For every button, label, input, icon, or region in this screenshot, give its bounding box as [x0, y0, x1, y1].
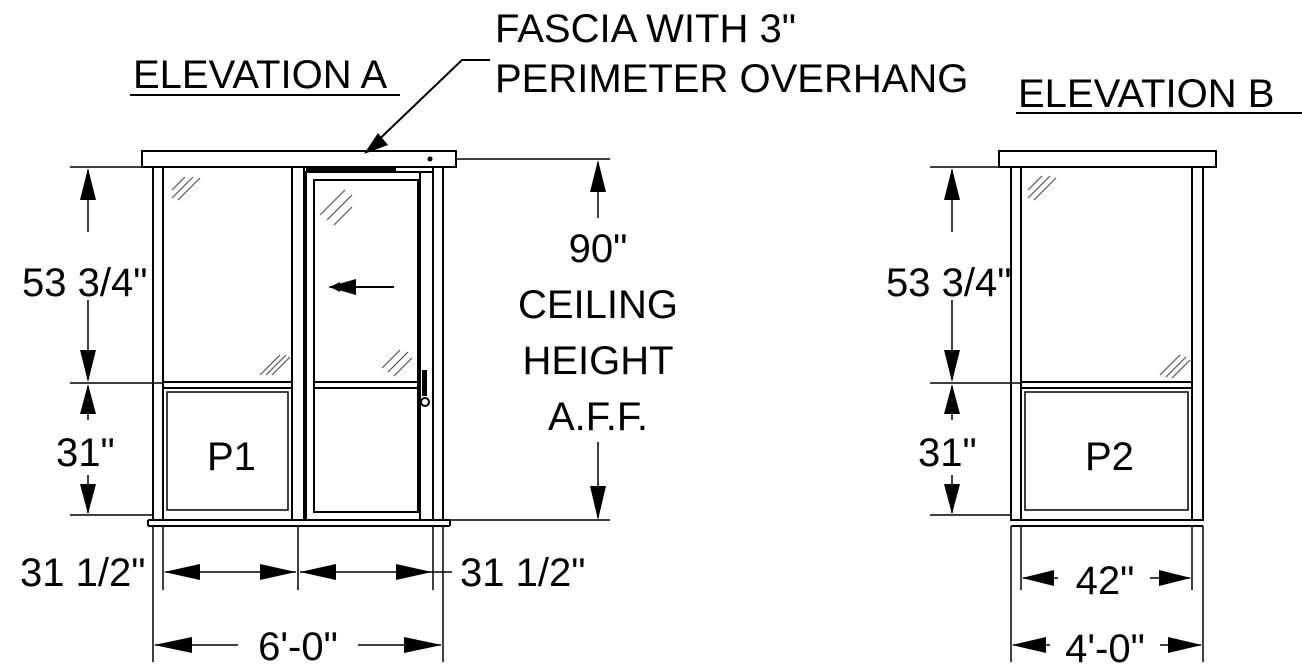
- fascia-leader-arrow: [364, 133, 388, 154]
- dim-upper-a-arrow-up: [80, 168, 96, 200]
- door-jamb: [419, 171, 434, 521]
- dim-overall-a-arrow-l: [154, 637, 192, 653]
- center-mullion: [291, 166, 305, 521]
- panel-label-p2: P2: [1085, 435, 1134, 479]
- lower-height-b: 31": [918, 431, 977, 475]
- left-width-a: 31 1/2": [20, 551, 145, 595]
- panel-label-p1: P1: [207, 435, 256, 479]
- elevation-b: ELEVATION B 53 3/4": [886, 72, 1302, 670]
- fascia-fastener: [427, 156, 433, 162]
- dim-upper-b-arrow-down: [944, 350, 960, 382]
- door-handle: [422, 370, 427, 396]
- dim-lower-b-arrow-down: [944, 484, 960, 514]
- frame-a: [152, 166, 444, 521]
- dim-overall-b-arrow-l: [1012, 637, 1046, 653]
- door-lock: [420, 397, 430, 407]
- lower-panel-b: [1024, 391, 1189, 511]
- fascia-note-line1: FASCIA WITH 3": [495, 7, 796, 51]
- fascia-leader: [367, 59, 490, 151]
- dim-width-right-arrow-r: [396, 564, 432, 580]
- door-panel: [313, 179, 419, 513]
- elevation-a-title: ELEVATION A: [133, 53, 387, 97]
- elevation-a: ELEVATION A FASCIA WITH 3" PERIMETER OVE…: [20, 7, 968, 669]
- fascia-b: [998, 150, 1217, 168]
- ceiling-line2: HEIGHT: [522, 339, 673, 383]
- fascia-note-line2: PERIMETER OVERHANG: [495, 57, 968, 101]
- door-swing-arrowhead: [328, 279, 356, 295]
- dim-ceiling-arrow-down: [590, 486, 606, 520]
- lower-panel-a: [166, 391, 289, 511]
- dim-lower-b-arrow-up: [944, 384, 960, 414]
- door-closer: [306, 167, 396, 173]
- ceiling-value: 90": [569, 227, 628, 271]
- dim-width-left-arrow-r: [260, 564, 296, 580]
- dim-width-left-arrow-l: [164, 564, 200, 580]
- dim-overall-a-arrow-r: [404, 637, 442, 653]
- dim-upper-a-arrow-down: [80, 350, 96, 382]
- glass-hatch-a: [171, 176, 413, 377]
- dim-width-right-arrow-l: [300, 564, 336, 580]
- dim-inner-b-arrow-l: [1022, 570, 1054, 586]
- fascia-a: [141, 150, 457, 168]
- dim-lower-a-arrow-up: [80, 384, 96, 414]
- dim-ceiling-arrow-up: [590, 160, 606, 192]
- dim-lower-a-arrow-down: [80, 484, 96, 514]
- ceiling-line3: A.F.F.: [548, 395, 648, 439]
- overall-width-a: 6'-0": [258, 625, 338, 669]
- overall-width-b: 4'-0": [1065, 627, 1145, 670]
- dim-upper-b-arrow-up: [944, 168, 960, 200]
- right-width-a: 31 1/2": [460, 551, 585, 595]
- ceiling-line1: CEILING: [518, 283, 678, 327]
- lower-height-a: 31": [56, 431, 115, 475]
- door-frame: [305, 171, 421, 521]
- upper-height-a: 53 3/4": [22, 261, 147, 305]
- glass-hatch-b: [1027, 175, 1191, 379]
- dim-inner-b-arrow-r: [1159, 570, 1191, 586]
- upper-height-b: 53 3/4": [886, 261, 1011, 305]
- inner-width-b: 42": [1076, 559, 1135, 603]
- elevation-b-title: ELEVATION B: [1018, 72, 1274, 116]
- dim-overall-b-arrow-r: [1168, 637, 1202, 653]
